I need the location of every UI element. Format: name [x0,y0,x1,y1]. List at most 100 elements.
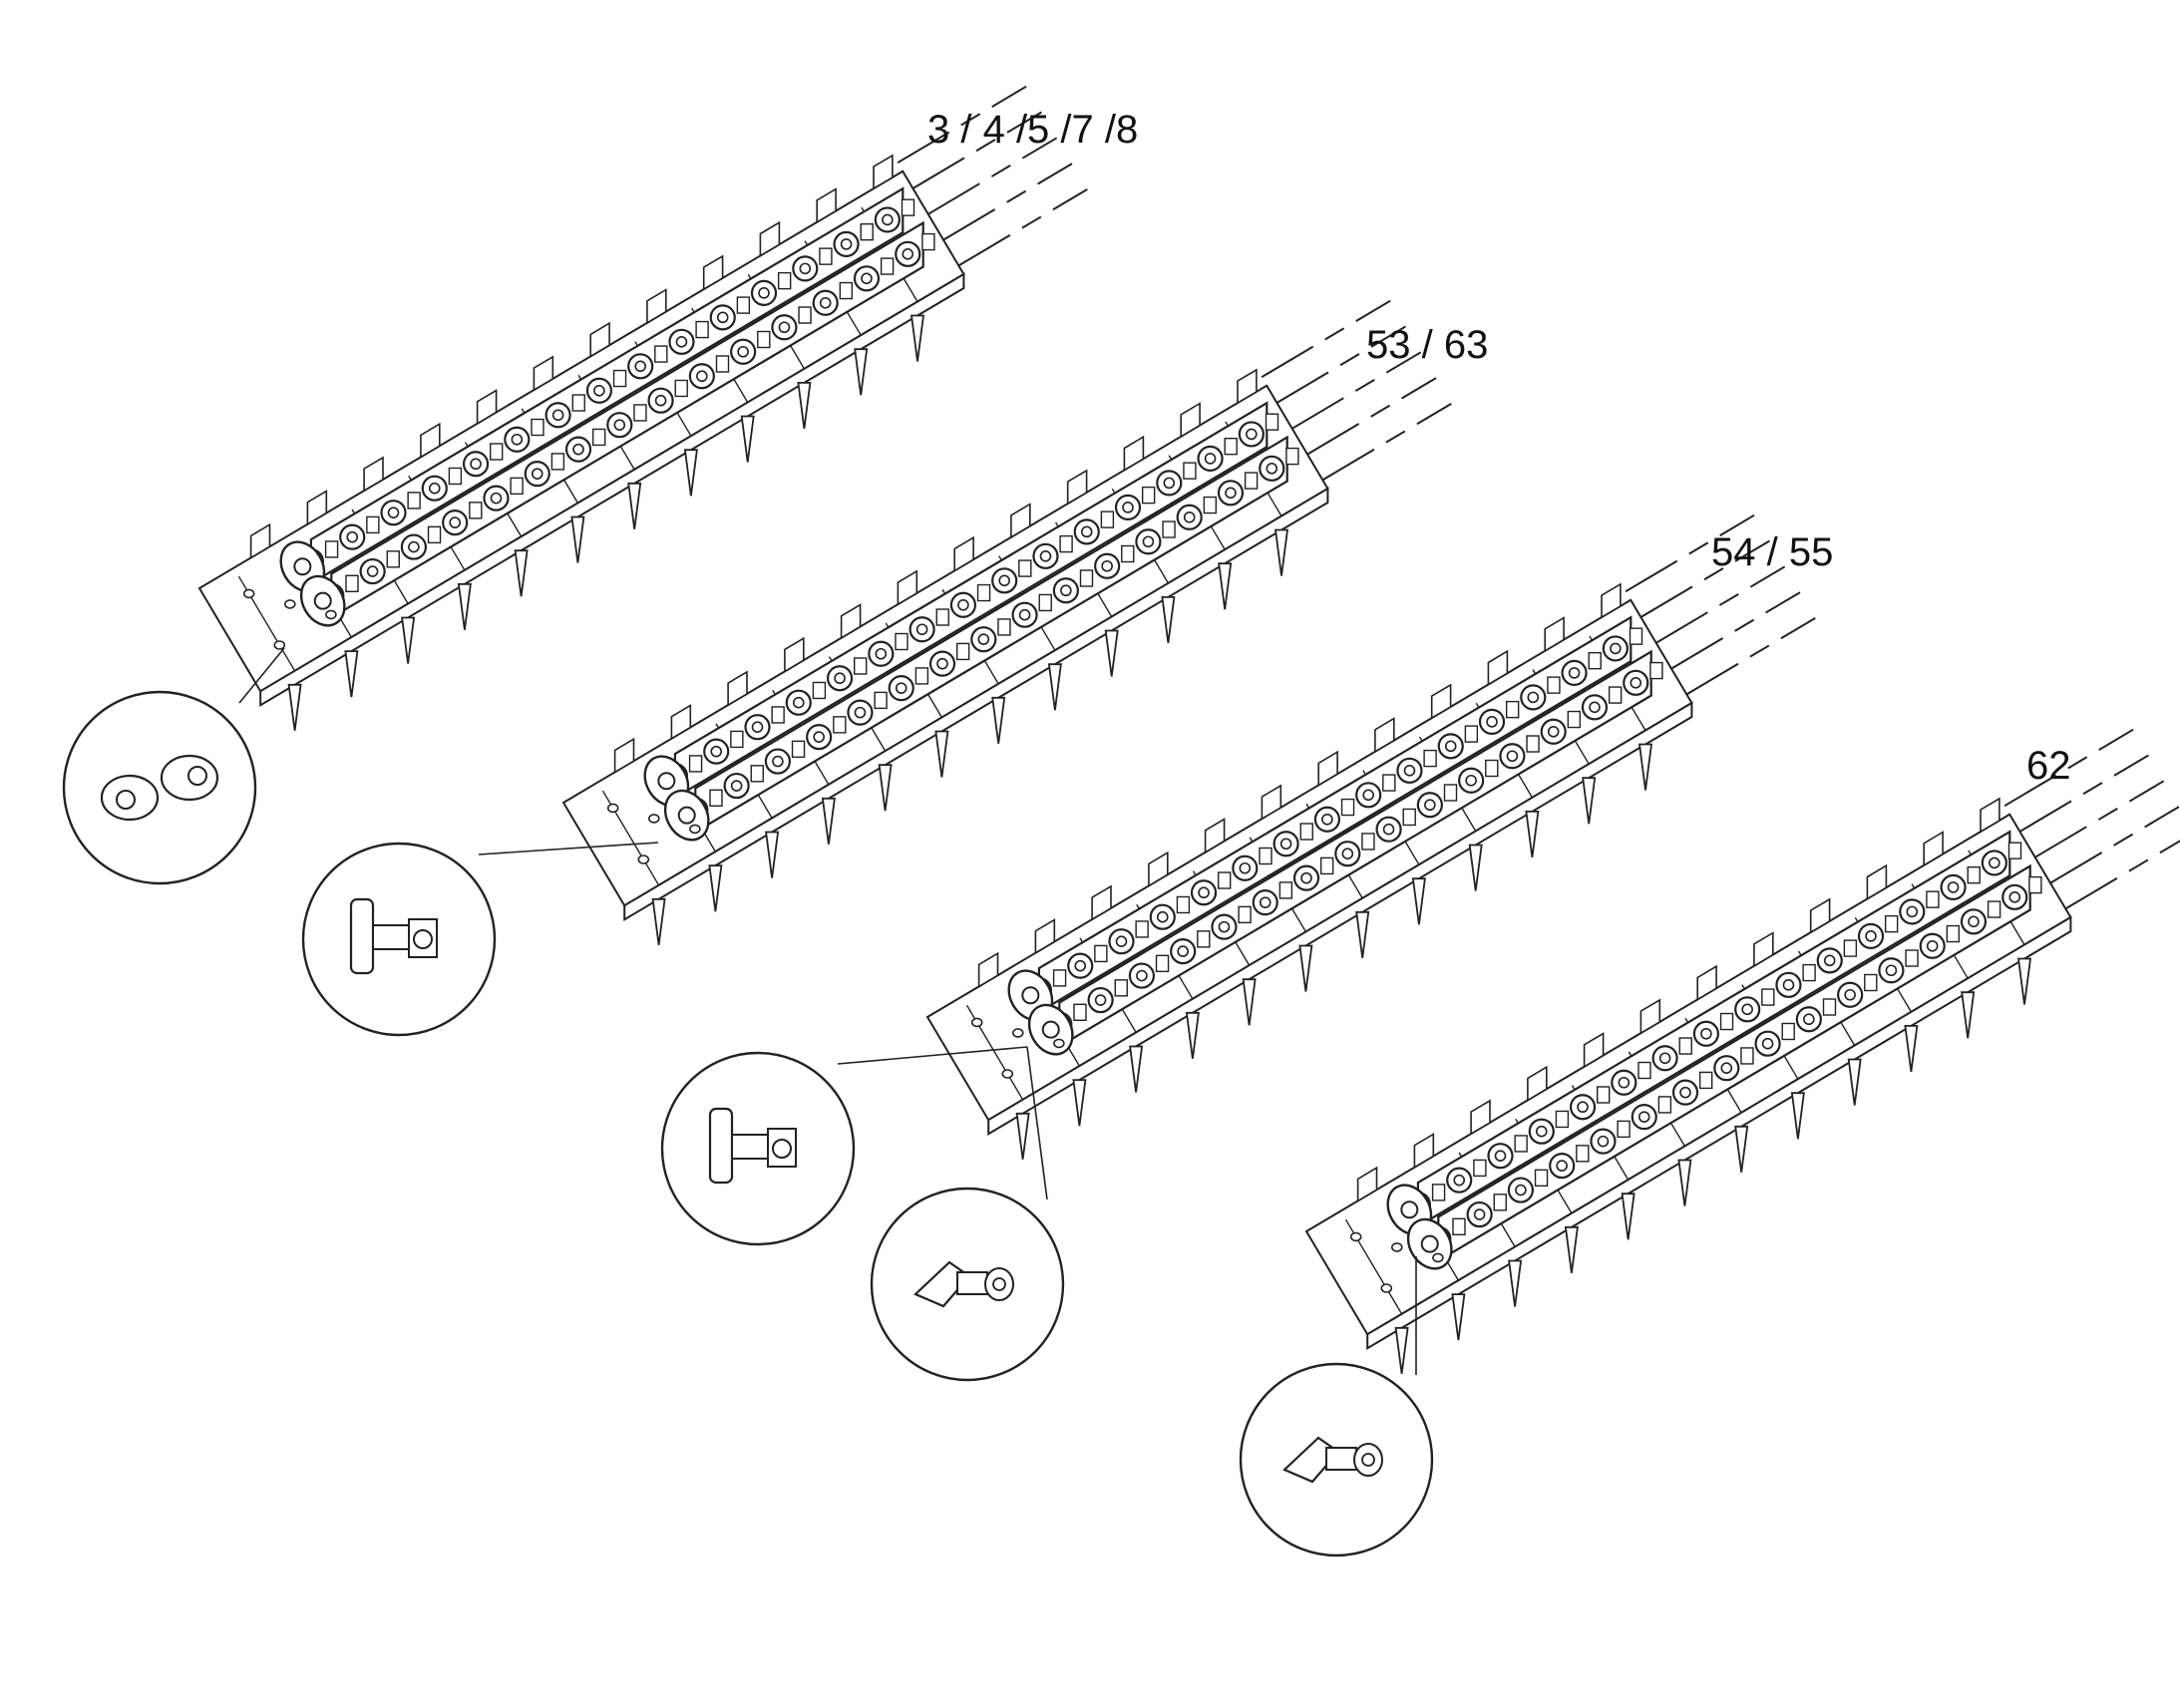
link-window [324,540,339,558]
chain-pin [1453,1174,1466,1187]
link-window [860,222,874,241]
link-window [345,574,359,592]
cleat [1148,851,1169,887]
chain-pin [1473,1208,1486,1220]
cleat [476,389,498,426]
link-window [955,642,970,661]
link-window [1505,700,1520,719]
link-window [1176,895,1191,914]
detail-pin [187,766,207,786]
chain-pin [1989,856,2000,869]
cleat [1430,683,1452,720]
link-window [1278,881,1293,899]
chain-pin [1906,905,1919,918]
tooth [991,696,1006,744]
end-link-hole [1420,1234,1439,1253]
link-window [976,583,991,602]
cleat [1123,435,1145,472]
link-window [2007,842,2022,859]
link-window [819,247,833,265]
link-window [1464,725,1479,743]
detail-bracket-plate [349,897,375,975]
link-window [1259,847,1272,865]
chain-strand-2 [1027,649,1663,1056]
chain-pin [1823,954,1836,967]
tooth [1047,663,1062,711]
base-plate-edge [623,487,1329,921]
tooth [287,683,302,731]
cleat [1923,831,1944,867]
chain-pin [1142,535,1155,548]
tooth [1904,1025,1919,1073]
link-window [1319,856,1334,875]
leader-line [478,842,659,855]
cleat [727,670,748,707]
link-window [901,198,915,216]
link-window [1059,534,1073,553]
link-window [1217,871,1232,889]
link-window [921,232,935,251]
link-window [750,765,764,783]
chain-pin [1515,1184,1527,1196]
bolt-hole [1349,1231,1362,1242]
chain-pin [1177,945,1189,957]
cleat [759,220,781,257]
cleat [589,321,610,358]
chain-pin [1885,964,1898,977]
tooth [909,314,925,362]
link-window [1514,1135,1528,1153]
cleat [1809,897,1831,934]
chain-strand-2 [299,220,935,627]
bolt-hole [647,814,660,824]
tooth [1847,1058,1862,1106]
tooth [401,616,416,664]
continuation-line [1670,591,1801,670]
continuation-line [1261,299,1391,379]
chain-pin [1163,477,1176,490]
link-window [935,608,949,626]
cleat [1010,503,1031,539]
tooth [1637,743,1653,791]
chain-pin [1926,939,1939,952]
end-link-hole [313,591,332,610]
chain-pin [936,657,948,670]
cleat [702,254,724,291]
link-window [407,492,421,510]
detail-angle-bolt [992,1277,1006,1291]
detail-bracket-bolt [772,1139,792,1159]
chain-pin [1136,969,1148,982]
tooth [1104,629,1119,677]
tooth [1161,596,1176,644]
cleat [1237,368,1258,405]
link-window [1238,905,1252,924]
tooth [1582,777,1597,825]
cleat [613,737,635,774]
tooth [1451,1293,1466,1341]
bolt-hole [970,1017,983,1028]
tooth [1129,1045,1144,1093]
link-window [895,632,908,651]
cleat [420,422,441,459]
link-window [1197,930,1211,948]
cleat [306,490,328,526]
link-window [1224,437,1238,456]
cleat [1544,616,1565,653]
assembly-2-label: 53 / 63 [1366,323,1489,367]
chain-pin [1246,428,1258,441]
chain-pin [1947,881,1960,893]
chain-pin [957,598,969,611]
chain-assembly-1 [197,85,1088,731]
tooth [1411,877,1426,925]
chain-pin [1204,453,1217,465]
link-window [1183,462,1197,480]
chain-pin [1761,1037,1774,1050]
chain-pin [1865,930,1877,942]
link-window [1596,1086,1611,1104]
link-window [1135,920,1149,938]
cleat [646,288,667,325]
chain-pin [902,248,914,260]
cleat [1317,750,1338,787]
tooth [570,515,585,563]
end-link-hole [677,806,696,825]
cleat [1601,582,1622,619]
